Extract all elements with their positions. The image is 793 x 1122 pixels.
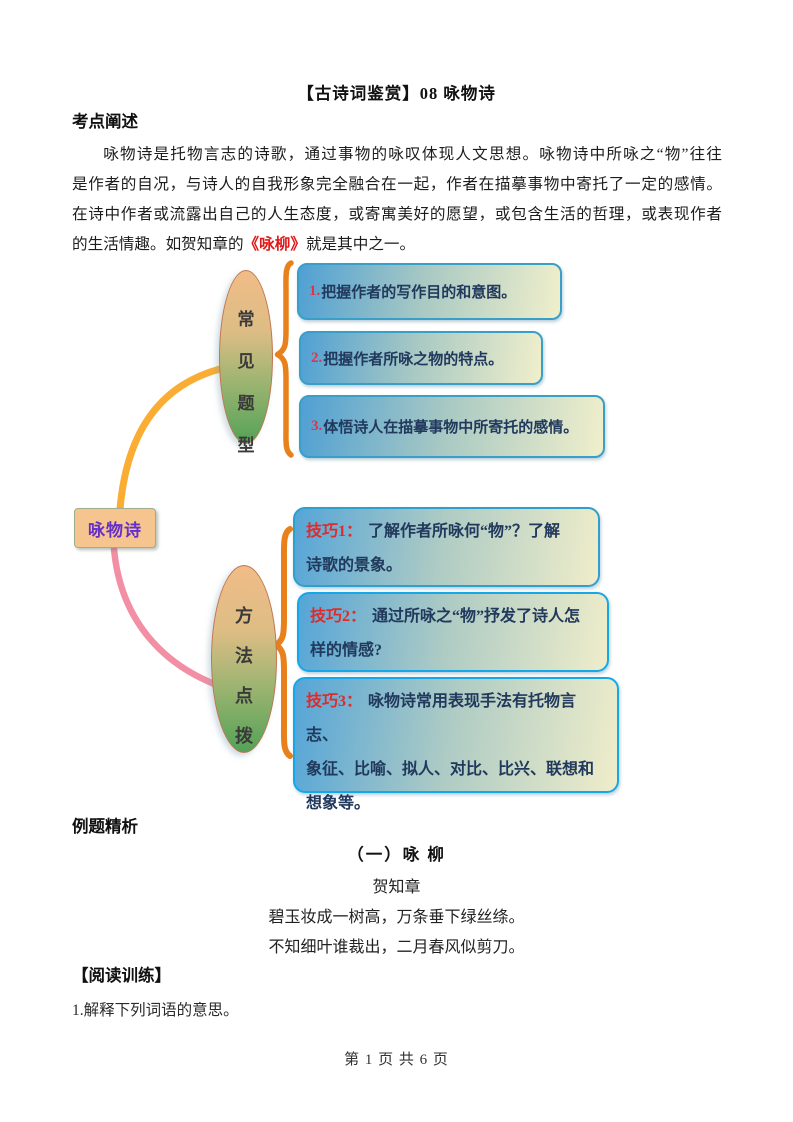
branch-label-char: 方 bbox=[235, 606, 253, 626]
poem-title: （一）咏 柳 bbox=[347, 845, 446, 864]
tip-line: 象征、比喻、拟人、对比、比兴、联想和 bbox=[306, 761, 595, 778]
paragraph-line: 在诗中作者或流露出自己的人生态度，或寄寓美好的愿望，或包含生活的哲理，或表现作者 bbox=[72, 206, 722, 223]
question-type-box-3: 3.体悟诗人在描摹事物中所寄托的感情。 bbox=[299, 395, 605, 458]
tip-line: 技巧1： 了解作者所咏何“物”？了解 bbox=[306, 515, 587, 549]
tip-line: 技巧2： 通过所咏之“物”抒发了诗人怎 bbox=[310, 600, 596, 634]
paragraph-text: 就是其中之一。 bbox=[305, 236, 416, 253]
item-number: 3. bbox=[311, 418, 323, 434]
tip-line: 技巧3：咏物诗常用表现手法有托物言志、 bbox=[306, 685, 606, 753]
item-text: 把握作者的写作目的和意图。 bbox=[321, 285, 517, 301]
poem-line: 不知细叶谁裁出，二月春风似剪刀。 bbox=[268, 939, 525, 956]
tip-label: 技巧3： bbox=[306, 693, 363, 710]
paragraph-line: 是作者的自况，与诗人的自我形象完全融合在一起，作者在描摹事物中寄托了一定的感情。 bbox=[72, 176, 722, 193]
page-footer: 第 1 页 共 6 页 bbox=[344, 1052, 449, 1068]
tip-text: 了解作者所咏何“物”？了解 bbox=[368, 523, 561, 540]
question-type-box-1: 1.把握作者的写作目的和意图。 bbox=[297, 263, 562, 320]
brace-branch1 bbox=[274, 260, 294, 458]
tip-label: 技巧2： bbox=[310, 608, 367, 625]
branch-label-char: 拨 bbox=[235, 726, 253, 746]
tip-box-2: 技巧2： 通过所咏之“物”抒发了诗人怎 样的情感? bbox=[297, 592, 609, 672]
branch-label-char: 型 bbox=[237, 436, 255, 455]
tip-box-1: 技巧1： 了解作者所咏何“物”？了解 诗歌的景象。 bbox=[293, 507, 600, 587]
section-heading-liti: 例题精析 bbox=[72, 817, 138, 836]
question-1: 1.解释下列词语的意思。 bbox=[72, 1002, 239, 1019]
tip-text: 通过所咏之“物”抒发了诗人怎 bbox=[372, 608, 581, 625]
branch-label-char: 题 bbox=[237, 394, 255, 413]
item-number: 1. bbox=[309, 283, 321, 299]
tip-line: 想象等。 bbox=[306, 795, 371, 812]
tip-line: 样的情感? bbox=[310, 641, 383, 659]
branch-node-common-question-types: 常 见 题 型 bbox=[219, 270, 273, 455]
branch-label-char: 点 bbox=[235, 686, 253, 706]
section-heading-training: 【阅读训练】 bbox=[72, 966, 171, 985]
poem-line: 碧玉妆成一树高，万条垂下绿丝绦。 bbox=[268, 909, 525, 926]
section-heading-kaodian: 考点阐述 bbox=[72, 112, 138, 131]
item-number: 2. bbox=[311, 349, 323, 366]
branch-node-method-tips: 方 法 点 拨 bbox=[211, 565, 277, 753]
branch-label-char: 法 bbox=[235, 646, 253, 666]
kaodian-paragraph: 咏物诗是托物言志的诗歌，通过事物的咏叹体现人文思想。咏物诗中所咏之“物”往往 是… bbox=[72, 140, 722, 260]
tip-box-3: 技巧3：咏物诗常用表现手法有托物言志、 象征、比喻、拟人、对比、比兴、联想和 想… bbox=[293, 677, 619, 812]
tip-label: 技巧1： bbox=[306, 523, 363, 540]
branch-label-char: 常 bbox=[237, 310, 255, 329]
item-text: 体悟诗人在描摹事物中所寄托的感情。 bbox=[323, 420, 579, 436]
paragraph-text: 的生活情趣。如贺知章的 bbox=[72, 236, 244, 253]
yongliu-reference: 《咏柳》 bbox=[243, 236, 306, 253]
paragraph-line: 咏物诗是托物言志的诗歌，通过事物的咏叹体现人文思想。咏物诗中所咏之“物”往往 bbox=[103, 146, 722, 163]
poem-author: 贺知章 bbox=[372, 879, 421, 896]
paragraph-line: 的生活情趣。如贺知章的《咏柳》就是其中之一。 bbox=[72, 230, 722, 260]
item-text: 把握作者所咏之物的特点。 bbox=[323, 351, 504, 368]
curve-orange-branch1 bbox=[116, 365, 224, 513]
page-title: 【古诗词鉴赏】08 咏物诗 bbox=[297, 84, 496, 103]
question-type-box-2: 2.把握作者所咏之物的特点。 bbox=[299, 331, 543, 385]
tip-line: 诗歌的景象。 bbox=[306, 556, 403, 574]
brace-branch2 bbox=[273, 526, 293, 759]
branch-label-char: 见 bbox=[237, 352, 255, 371]
tip-text: 咏物诗常用表现手法有托物言志、 bbox=[306, 693, 577, 744]
curve-pink-branch2 bbox=[110, 545, 238, 695]
mindmap-root-node: 咏物诗 bbox=[74, 508, 156, 548]
